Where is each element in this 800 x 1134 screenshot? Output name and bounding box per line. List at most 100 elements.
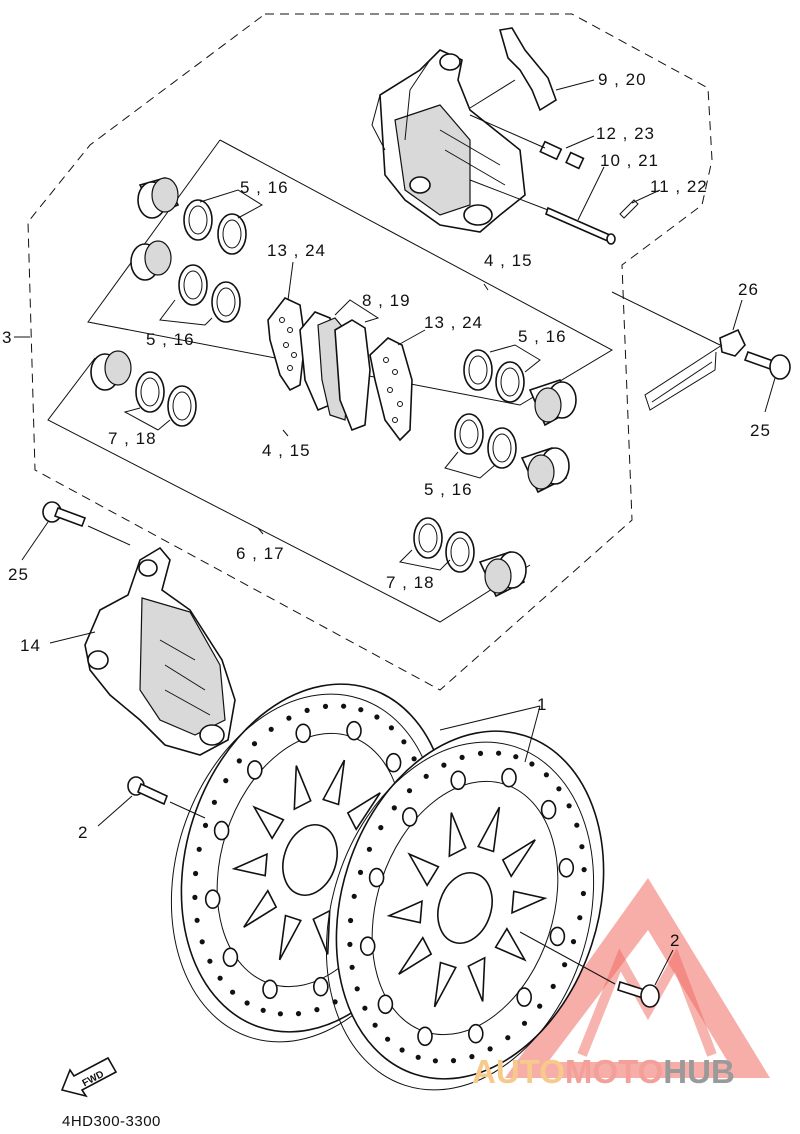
leader-line bbox=[199, 189, 263, 219]
disc-drill-hole bbox=[192, 894, 198, 901]
disc-drill-hole bbox=[562, 962, 568, 968]
disc-drill-hole bbox=[477, 750, 484, 757]
brake-pad-left bbox=[267, 297, 306, 392]
disc-drill-hole bbox=[423, 773, 429, 779]
piston-seal bbox=[217, 213, 247, 255]
leader-line bbox=[439, 705, 541, 731]
disc-carrier-window bbox=[494, 927, 527, 962]
piston-seal bbox=[178, 264, 208, 306]
disc-drill-hole bbox=[529, 761, 535, 767]
disc-carrier-window bbox=[467, 956, 486, 1002]
leader-line bbox=[49, 631, 96, 644]
watermark-part-auto: AUTO bbox=[472, 1053, 565, 1090]
disc-drill-hole bbox=[450, 1058, 457, 1064]
label-14: 14 bbox=[20, 636, 41, 655]
disc-carrier-window bbox=[433, 961, 457, 1008]
label-4-15: 4 , 15 bbox=[262, 441, 311, 460]
disc-drill-hole bbox=[362, 1005, 368, 1011]
disc-drill-hole bbox=[487, 1046, 493, 1052]
disc-drill-hole bbox=[341, 703, 347, 709]
leader-line bbox=[732, 299, 743, 331]
disc-drill-hole bbox=[268, 726, 274, 732]
disc-drill-hole bbox=[577, 915, 583, 921]
disc-drill-hole bbox=[199, 939, 205, 945]
disc-drill-hole bbox=[411, 756, 417, 762]
label-25: 25 bbox=[8, 565, 29, 584]
label-5-16: 5 , 16 bbox=[240, 178, 289, 197]
label-5-16: 5 , 16 bbox=[518, 327, 567, 346]
disc-floating-button bbox=[450, 770, 467, 791]
piston-seal bbox=[211, 281, 241, 323]
watermark-triangle-icon bbox=[505, 878, 770, 1078]
disc-carrier-window bbox=[386, 899, 423, 924]
piston-right-3 bbox=[478, 551, 527, 598]
leader-line bbox=[398, 549, 451, 571]
disc-floating-button bbox=[262, 979, 278, 1000]
disc-drill-hole bbox=[388, 725, 394, 731]
watermark-logo bbox=[505, 878, 770, 1078]
piston-seal bbox=[463, 349, 493, 391]
watermark-part-hub: HUB bbox=[663, 1053, 735, 1090]
leader-line bbox=[97, 795, 133, 827]
brake-pad-right bbox=[369, 337, 413, 442]
disc-floating-button bbox=[516, 987, 533, 1007]
piston-right-2 bbox=[520, 447, 570, 494]
disc-carrier-window bbox=[252, 805, 285, 840]
mounting-bolt-right bbox=[743, 350, 791, 380]
disc-drill-hole bbox=[580, 890, 587, 897]
leader-line bbox=[397, 329, 426, 346]
disc-floating-button bbox=[549, 926, 566, 947]
disc-carrier-window bbox=[231, 852, 268, 877]
piston-seal bbox=[487, 427, 517, 469]
disc-floating-button bbox=[558, 857, 575, 878]
leader-line bbox=[469, 79, 516, 109]
caliper-body-lower bbox=[84, 546, 236, 756]
diagram-code: 4HD300-3300 bbox=[62, 1113, 161, 1130]
disc-carrier-window bbox=[448, 812, 467, 858]
disc-carrier-window bbox=[477, 806, 501, 853]
disc-drill-hole bbox=[211, 799, 217, 805]
leader-line bbox=[524, 705, 541, 763]
caliper-body-upper bbox=[371, 49, 526, 233]
piston-seal bbox=[495, 361, 525, 403]
leader-line bbox=[123, 407, 171, 431]
disc-drill-hole bbox=[351, 893, 357, 899]
disc-drill-hole bbox=[513, 754, 519, 760]
leader-line bbox=[555, 79, 595, 91]
disc-drill-hole bbox=[543, 772, 550, 778]
piston-seal bbox=[454, 413, 484, 455]
disc-drill-hole bbox=[347, 941, 353, 948]
leader-line bbox=[169, 801, 206, 819]
seal-kit-frame-lower bbox=[47, 357, 531, 623]
disc-drill-hole bbox=[570, 939, 577, 945]
disc-carrier-window bbox=[243, 889, 278, 928]
leader-line bbox=[287, 261, 294, 301]
disc-drill-hole bbox=[441, 762, 447, 768]
disc-drill-hole bbox=[505, 1035, 511, 1041]
piston-seal bbox=[413, 517, 443, 559]
brake-disc-right bbox=[325, 730, 605, 1091]
leader-line bbox=[334, 299, 380, 323]
disc-drill-hole bbox=[579, 844, 585, 850]
disc-drill-hole bbox=[194, 917, 200, 923]
disc-drill-hole bbox=[391, 805, 397, 811]
piston-upper-1 bbox=[137, 177, 180, 219]
disc-drill-hole bbox=[574, 822, 580, 828]
disc-floating-button bbox=[346, 720, 362, 741]
disc-floating-button bbox=[368, 867, 385, 888]
label-26: 26 bbox=[738, 280, 759, 299]
piston-upper-2 bbox=[130, 240, 172, 281]
disc-carrier-window bbox=[501, 839, 536, 878]
disc-floating-button bbox=[312, 976, 329, 997]
leader-line bbox=[631, 189, 661, 204]
piston-seal bbox=[135, 371, 165, 413]
piston-seal bbox=[445, 531, 475, 573]
disc-floating-button bbox=[385, 752, 402, 773]
piston-seal bbox=[167, 385, 197, 427]
disc-carrier-window bbox=[293, 765, 312, 811]
disc-carrier-window bbox=[346, 792, 381, 831]
disc-drill-hole bbox=[550, 983, 556, 990]
label-1: 1 bbox=[537, 695, 547, 714]
